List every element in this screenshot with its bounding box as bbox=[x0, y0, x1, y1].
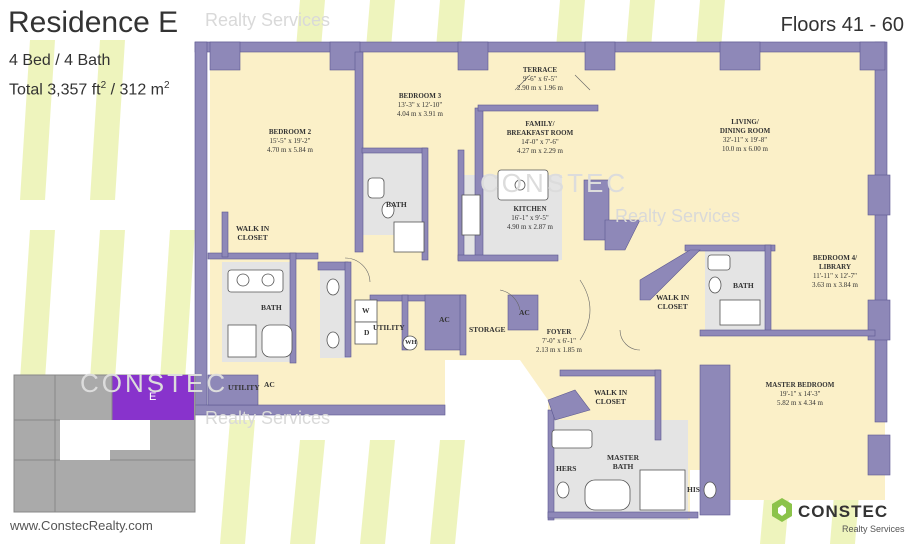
watermark-sub-1: Realty Services bbox=[615, 206, 741, 226]
keyplan bbox=[13, 374, 196, 513]
label-his: HIS bbox=[687, 485, 700, 494]
room-bedroom4-metric: 3.63 m x 3.84 m bbox=[812, 281, 858, 289]
room-bedroom2-metric: 4.70 m x 5.84 m bbox=[267, 146, 313, 154]
room-family-name2: BREAKFAST ROOM bbox=[506, 129, 574, 137]
constec-logo-mark bbox=[772, 498, 792, 522]
beds-baths: 4 Bed / 4 Bath bbox=[9, 52, 111, 69]
sqm-superscript: 2 bbox=[164, 80, 170, 91]
label-bath-4: BATH bbox=[733, 281, 754, 290]
label-wh: WH bbox=[405, 339, 417, 346]
room-living-name2: DINING ROOM bbox=[719, 127, 771, 135]
room-family-imperial: 14'-0" x 7'-6" bbox=[521, 138, 559, 146]
room-terrace-name: TERRACE bbox=[522, 66, 558, 74]
label-master-bath-2: BATH bbox=[612, 462, 634, 471]
total-sqft: Total 3,357 ft bbox=[9, 81, 101, 99]
label-washer: W bbox=[362, 306, 370, 315]
website-url[interactable]: www.ConstecRealty.com bbox=[10, 518, 153, 533]
room-living-imperial: 32'-11" x 19'-8" bbox=[722, 136, 768, 144]
keyplan-unit-label: E bbox=[149, 391, 157, 403]
door-swings bbox=[344, 74, 641, 351]
label-bath-2: BATH bbox=[261, 303, 282, 312]
room-bedroom4-name2: LIBRARY bbox=[818, 263, 852, 271]
room-kitchen-imperial: 16'-1" x 9'-5" bbox=[511, 214, 549, 222]
room-terrace-imperial: 9'-6" x 6'-5" bbox=[523, 75, 557, 83]
room-bedroom2-imperial: 15'-5" x 19'-2" bbox=[269, 137, 311, 145]
room-family-name1: FAMILY/ bbox=[525, 120, 555, 128]
keyplan-unit-e-highlight bbox=[112, 375, 194, 420]
walls bbox=[194, 41, 891, 521]
room-kitchen-name: KITCHEN bbox=[513, 205, 547, 213]
room-terrace-metric: 2.90 m x 1.96 m bbox=[517, 84, 563, 92]
label-closet-3b: CLOSET bbox=[595, 397, 626, 406]
total-area: Total 3,357 ft2 / 312 m2 bbox=[9, 80, 170, 99]
room-master-name: MASTER BEDROOM bbox=[765, 381, 835, 389]
watermark-text: Realty Services bbox=[205, 10, 331, 30]
label-ac-1: AC bbox=[264, 380, 275, 389]
label-closet-2b: CLOSET bbox=[657, 302, 688, 311]
page-title: Residence E bbox=[8, 6, 179, 39]
room-bedroom2-name: BEDROOM 2 bbox=[268, 128, 312, 136]
label-walkin-2a: WALK IN bbox=[656, 293, 690, 302]
fixtures bbox=[227, 169, 761, 511]
floors-range: Floors 41 - 60 bbox=[780, 14, 904, 36]
label-ac-3: AC bbox=[519, 308, 530, 317]
label-utility-1: UTILITY bbox=[373, 323, 405, 332]
sqft-superscript: 2 bbox=[100, 80, 107, 91]
room-foyer-metric: 2.13 m x 1.85 m bbox=[536, 346, 582, 354]
room-family-metric: 4.27 m x 2.29 m bbox=[517, 147, 563, 155]
label-utility-2: UTILITY bbox=[228, 383, 260, 392]
watermark-brand-2: CONSTEC bbox=[80, 368, 229, 398]
label-bath-3: BATH bbox=[386, 200, 407, 209]
label-ac-2: AC bbox=[439, 315, 450, 324]
logo-subtitle: Realty Services bbox=[842, 524, 905, 534]
logo-name: CONSTEC bbox=[798, 502, 889, 521]
room-living-metric: 10.0 m x 6.00 m bbox=[722, 145, 768, 153]
room-living-name1: LIVING/ bbox=[731, 118, 759, 126]
label-hers: HERS bbox=[556, 464, 577, 473]
room-kitchen-metric: 4.90 m x 2.87 m bbox=[507, 223, 553, 231]
room-bedroom4-imperial: 11'-11" x 12'-7" bbox=[813, 272, 857, 280]
room-bedroom3-imperial: 13'-3" x 12'-10" bbox=[397, 101, 443, 109]
watermark-sub-2: Realty Services bbox=[205, 408, 331, 428]
room-master-metric: 5.82 m x 4.34 m bbox=[777, 399, 823, 407]
room-bedroom3-metric: 4.04 m x 3.91 m bbox=[397, 110, 443, 118]
label-storage: STORAGE bbox=[469, 325, 506, 334]
total-sqm: / 312 m bbox=[106, 81, 164, 99]
label-walkin-1a: WALK IN bbox=[236, 224, 270, 233]
room-foyer-name: FOYER bbox=[546, 328, 572, 336]
label-master-bath-1: MASTER bbox=[607, 453, 640, 462]
label-dryer: D bbox=[364, 328, 370, 337]
label-walkin-3a: WALK IN bbox=[594, 388, 628, 397]
watermark-brand-1: CONSTEC bbox=[480, 168, 629, 198]
room-master-imperial: 19'-1" x 14'-3" bbox=[779, 390, 821, 398]
room-bedroom4-name1: BEDROOM 4/ bbox=[812, 254, 858, 262]
room-foyer-imperial: 7'-0" x 6'-1" bbox=[542, 337, 576, 345]
label-closet-1b: CLOSET bbox=[237, 233, 268, 242]
room-bedroom3-name: BEDROOM 3 bbox=[398, 92, 442, 100]
